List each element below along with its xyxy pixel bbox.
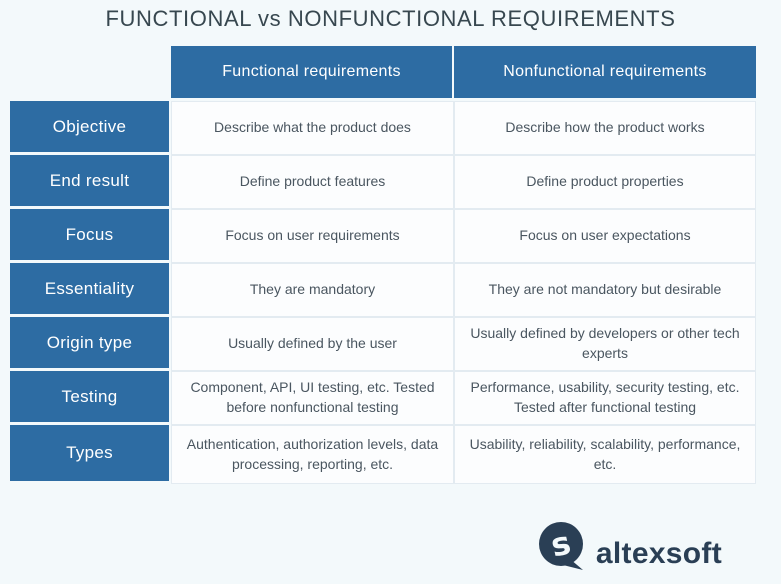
- row-header-types: Types: [10, 425, 171, 484]
- row-header-objective: Objective: [10, 101, 171, 155]
- cell-testing-functional: Component, API, UI testing, etc. Tested …: [171, 371, 454, 425]
- row-header-essentiality: Essentiality: [10, 263, 171, 317]
- row-header-end-result: End result: [10, 155, 171, 209]
- cell-origin-type-nonfunctional: Usually defined by developers or other t…: [454, 317, 756, 371]
- column-header-nonfunctional: Nonfunctional requirements: [454, 46, 756, 101]
- cell-objective-nonfunctional: Describe how the product works: [454, 101, 756, 155]
- cell-objective-functional: Describe what the product does: [171, 101, 454, 155]
- page-title: FUNCTIONAL vs NONFUNCTIONAL REQUIREMENTS: [105, 6, 676, 31]
- cell-focus-functional: Focus on user requirements: [171, 209, 454, 263]
- table-corner-spacer: [10, 46, 171, 101]
- cell-origin-type-functional: Usually defined by the user: [171, 317, 454, 371]
- cell-testing-nonfunctional: Performance, usability, security testing…: [454, 371, 756, 425]
- column-header-functional: Functional requirements: [171, 46, 454, 101]
- row-header-origin-type: Origin type: [10, 317, 171, 371]
- altexsoft-logo: s altexsoft: [538, 521, 722, 571]
- cell-essentiality-functional: They are mandatory: [171, 263, 454, 317]
- cell-end-result-nonfunctional: Define product properties: [454, 155, 756, 209]
- speech-bubble-s-icon: s: [538, 522, 583, 570]
- row-header-focus: Focus: [10, 209, 171, 263]
- cell-end-result-functional: Define product features: [171, 155, 454, 209]
- cell-types-functional: Authentication, authorization levels, da…: [171, 425, 454, 484]
- cell-types-nonfunctional: Usability, reliability, scalability, per…: [454, 425, 756, 484]
- altexsoft-logo-text: altexsoft: [595, 537, 722, 570]
- cell-essentiality-nonfunctional: They are not mandatory but desirable: [454, 263, 756, 317]
- row-header-testing: Testing: [10, 371, 171, 425]
- comparison-table: Functional requirements Nonfunctional re…: [10, 46, 756, 484]
- cell-focus-nonfunctional: Focus on user expectations: [454, 209, 756, 263]
